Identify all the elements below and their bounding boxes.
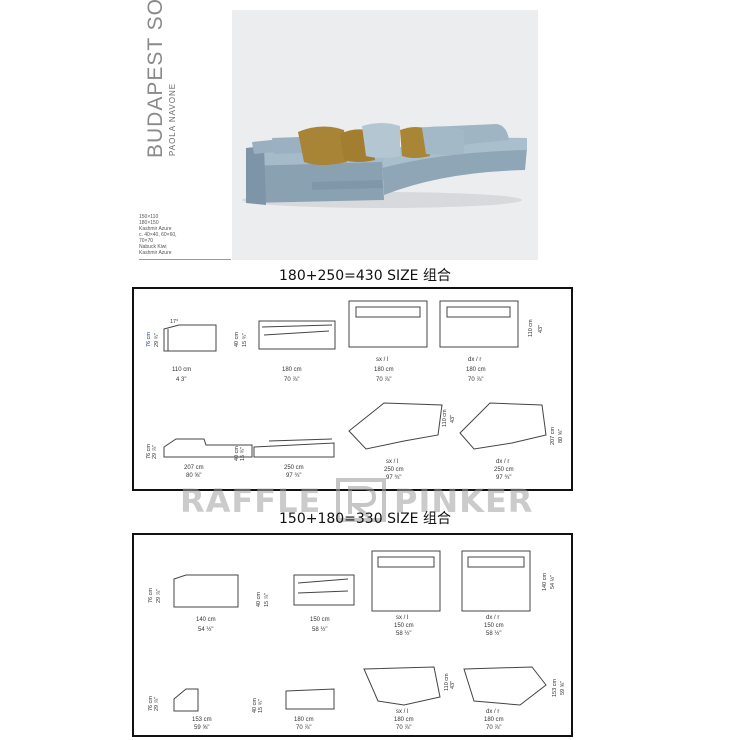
dim-label: 76 cm — [146, 332, 152, 347]
dim-label: 97 ¾" — [286, 473, 301, 479]
dim-label: dx / r — [468, 357, 481, 363]
dim-label: 180 cm — [394, 717, 414, 723]
dim-label: 43" — [450, 681, 456, 689]
dim-label: dx / r — [496, 459, 509, 465]
dim-label: 70 ⅞" — [486, 725, 501, 731]
dim-label: 29 ⅞" — [156, 589, 162, 603]
dim-label: 207 cm — [184, 465, 204, 471]
brand-title: BUDAPEST SOFT PAOLA NAVONE — [120, 0, 230, 168]
dim-label: dx / r — [486, 709, 499, 715]
dimension-drawing: 140 cm 54 ½" 150 cm 58 ½" sx / l 150 cm … — [148, 550, 566, 731]
dim-label: 40 cm — [234, 446, 240, 461]
dim-label: 180 cm — [282, 367, 302, 373]
dim-label: 110 cm — [444, 673, 450, 691]
dim-label: 29 ¾" — [154, 333, 160, 347]
dim-label: 180 cm — [294, 717, 314, 723]
dim-label: sx / l — [376, 357, 388, 363]
dim-label: 15 ¾" — [258, 699, 264, 713]
dim-label: 80 ⅝" — [558, 429, 564, 443]
dim-label: 110 cm — [528, 319, 534, 337]
dim-label: dx / r — [486, 615, 499, 621]
spec-line: Kashmir Azure — [139, 226, 172, 232]
dim-label: 97 ¾" — [386, 475, 401, 481]
watermark-left: RAFFLE — [180, 482, 322, 520]
dim-label: 58 ½" — [312, 626, 327, 633]
dim-label: 76 cm — [148, 696, 154, 711]
dim-label: 43" — [450, 415, 456, 423]
dim-label: 140 cm — [542, 573, 548, 591]
dim-label: 70 ⅞" — [468, 377, 483, 383]
dim-label: sx / l — [396, 709, 408, 715]
section-heading: 180+250=430 SIZE 组合 — [279, 268, 451, 284]
spec-line: 70×70 — [139, 238, 154, 244]
spec-line: c. 40×40, 60×60, — [139, 232, 177, 238]
spec-line: Kashmir Azure — [139, 250, 172, 256]
dim-label: 150 cm — [394, 623, 414, 629]
watermark-logo-icon — [336, 478, 386, 522]
dim-label: 150 cm — [484, 623, 504, 629]
dim-label: sx / l — [396, 615, 408, 621]
dim-label: 40 cm — [256, 592, 262, 607]
dim-label: 153 cm — [552, 679, 558, 697]
dim-label: sx / l — [386, 459, 398, 465]
dim-label: 110 cm — [172, 367, 191, 373]
dim-label: 76 cm — [146, 444, 152, 459]
dim-label: 250 cm — [384, 467, 404, 473]
dim-label: 180 cm — [484, 717, 504, 723]
dim-label: 54 ½" — [549, 575, 556, 589]
dim-label: 4 3" — [176, 377, 186, 383]
dim-label: 17° — [170, 319, 178, 325]
watermark: RAFFLE PINKER — [180, 478, 560, 522]
dim-label: 15 ¾" — [242, 333, 248, 347]
dim-label: 80 ⅝" — [186, 473, 201, 479]
spec-list: 150×110 180×150 Kashmir Azure c. 40×40, … — [139, 214, 229, 256]
dimension-panel-430: 110 cm 4 3" 180 cm 70 ⅞" sx / l 180 cm 7… — [132, 287, 573, 491]
divider — [139, 259, 231, 260]
section-heading: 150+180=330 SIZE 组合 — [279, 511, 451, 527]
dim-label: 15 ¾" — [240, 447, 246, 461]
dim-label: 43" — [538, 325, 544, 333]
collection-name: BUDAPEST SOFT — [144, 0, 167, 158]
dim-label: 29 ⅞" — [152, 445, 158, 459]
dim-label: 70 ⅞" — [396, 725, 411, 731]
dimension-drawing: 110 cm 4 3" 180 cm 70 ⅞" sx / l 180 cm 7… — [146, 300, 564, 481]
dim-label: 250 cm — [494, 467, 514, 473]
dim-label: 180 cm — [466, 367, 486, 373]
dimension-panel-330: 140 cm 54 ½" 150 cm 58 ½" sx / l 150 cm … — [132, 533, 573, 737]
dim-label: 250 cm — [284, 465, 304, 471]
sofa-illustration — [242, 123, 527, 208]
dim-label: 180 cm — [374, 367, 394, 373]
spec-line: 150×110 — [139, 214, 159, 220]
dim-label: 207 cm — [550, 427, 556, 445]
designer-name: PAOLA NAVONE — [168, 82, 177, 156]
dim-label: 15 ⅞" — [264, 593, 270, 607]
watermark-right: PINKER — [394, 482, 534, 520]
dim-label: 29 ⅞" — [154, 697, 160, 711]
spec-line: Nabuck Kiwi — [139, 244, 167, 250]
dim-label: 97 ¾" — [496, 475, 511, 481]
dim-label: 70 ⅞" — [284, 377, 299, 383]
dim-label: 150 cm — [310, 617, 330, 623]
dim-label: 58 ½" — [396, 630, 411, 637]
dim-label: 40 cm — [234, 332, 240, 347]
dim-label: 110 cm — [442, 409, 448, 427]
spec-line: 180×150 — [139, 220, 159, 226]
dim-label: 70 ⅞" — [296, 725, 311, 731]
dim-label: 76 cm — [148, 588, 154, 603]
dim-label: 40 cm — [252, 698, 258, 713]
sofa-photo — [232, 10, 538, 260]
dim-label: 140 cm — [196, 617, 216, 623]
dim-label: 70 ⅞" — [376, 377, 391, 383]
dim-label: 59 ⅝" — [560, 681, 566, 695]
dim-label: 58 ½" — [486, 630, 501, 637]
dim-label: 59 ⅝" — [194, 725, 209, 731]
dim-label: 54 ½" — [198, 626, 213, 633]
dim-label: 153 cm — [192, 717, 212, 723]
